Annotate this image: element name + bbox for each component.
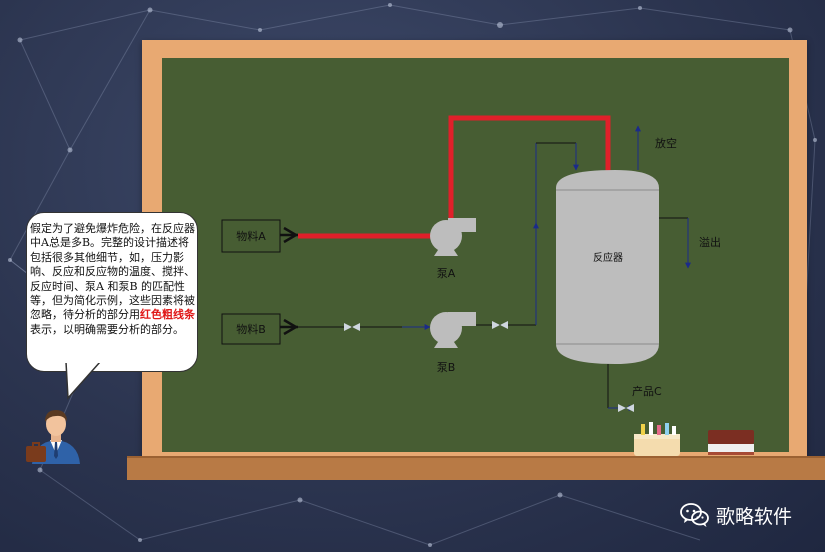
highlighted-analysis-line [298, 115, 611, 239]
overflow-line [659, 217, 691, 269]
bubble-text-main: 假定为了避免爆炸危险，在反应器中A总是多B。完整的设计描述将包括很多其他细节，如… [30, 222, 195, 322]
feed-b-line [298, 323, 431, 331]
feed-b-box: 物料B [221, 313, 281, 345]
speech-bubble [26, 212, 198, 372]
vent-label: 放空 [655, 136, 677, 150]
cake-icon [634, 422, 680, 456]
speech-bubble-tail [65, 362, 102, 400]
feed-a-label: 物料A [236, 229, 266, 243]
pump-a-icon [430, 218, 476, 256]
reactor-vessel [556, 170, 659, 364]
bubble-text-highlight: 红色粗线条 [140, 308, 195, 322]
bubble-text: 假定为了避免爆炸危险，在反应器中A总是多B。完整的设计描述将包括很多其他细节，如… [30, 222, 196, 337]
bubble-text-tail: 表示，以明确需要分析的部分。 [30, 322, 184, 336]
overflow-label: 溢出 [699, 235, 721, 249]
reactor-label: 反应器 [593, 251, 623, 264]
brand-watermark: 歌略软件 [680, 500, 792, 530]
books-icon [708, 430, 754, 455]
product-label: 产品C [632, 384, 662, 398]
pump-b-label: 泵B [437, 361, 456, 374]
brand-name: 歌略软件 [716, 505, 793, 528]
feed-a-box: 物料A [221, 219, 281, 253]
wechat-icon [680, 503, 709, 527]
presenter-avatar [26, 410, 80, 464]
product-line [607, 364, 635, 412]
process-diagram: 物料A 物料B 泵B 泵A [221, 115, 721, 412]
pump-b-icon [430, 312, 476, 348]
pump-b-outlet-line [476, 142, 579, 329]
feed-b-label: 物料B [236, 322, 266, 336]
pump-a-label: 泵A [437, 267, 456, 280]
chalk-ledge [127, 456, 825, 480]
chalkboard [162, 58, 789, 452]
